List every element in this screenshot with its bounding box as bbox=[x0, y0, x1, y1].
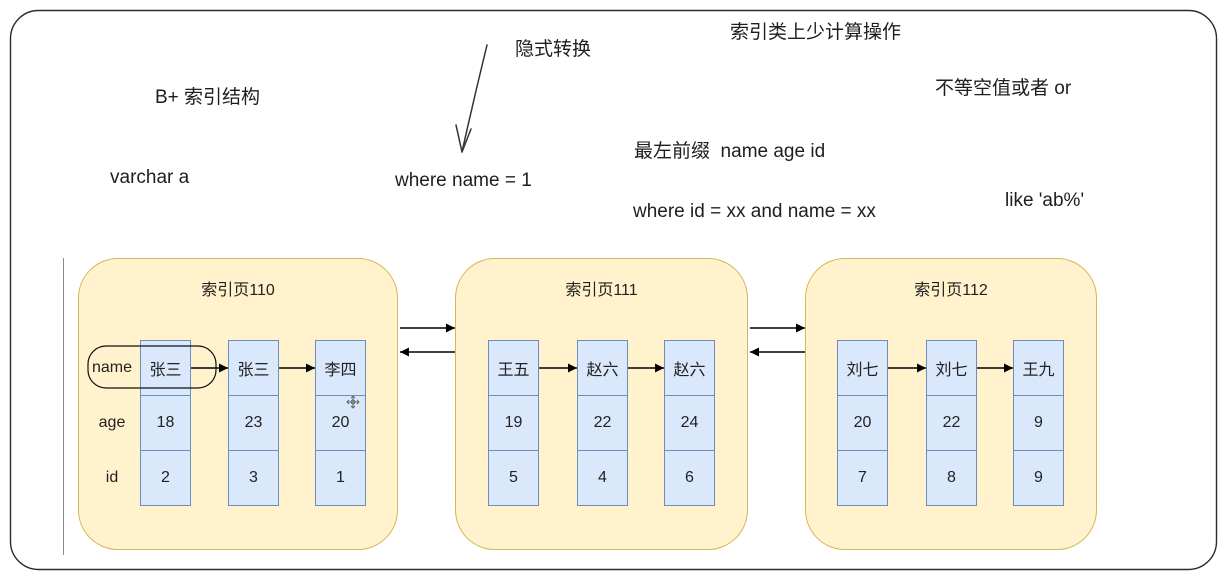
cell-id: 5 bbox=[488, 450, 539, 506]
record-column: 刘七 22 8 bbox=[926, 340, 977, 506]
page-title: 索引页110 bbox=[201, 282, 275, 299]
record-column: 张三 18 2 bbox=[140, 340, 191, 506]
record-column: 王九 9 9 bbox=[1013, 340, 1064, 506]
cell-age: 20 bbox=[315, 395, 366, 451]
cell-id: 9 bbox=[1013, 450, 1064, 506]
index-page-111: 索引页111 王五 19 5 赵六 22 4 赵六 24 6 bbox=[455, 258, 748, 550]
cell-name: 刘七 bbox=[837, 340, 888, 396]
record-column: 赵六 24 6 bbox=[664, 340, 715, 506]
cell-id: 7 bbox=[837, 450, 888, 506]
page-title: 索引页111 bbox=[565, 282, 638, 299]
record-column: 刘七 20 7 bbox=[837, 340, 888, 506]
cell-name: 王五 bbox=[488, 340, 539, 396]
cell-name: 赵六 bbox=[664, 340, 715, 396]
note-like-prefix: like 'ab%' bbox=[1005, 190, 1085, 211]
cell-id: 8 bbox=[926, 450, 977, 506]
cell-name: 刘七 bbox=[926, 340, 977, 396]
cell-id: 1 bbox=[315, 450, 366, 506]
cell-age: 24 bbox=[664, 395, 715, 451]
row-label-id: id bbox=[105, 469, 119, 486]
hand-drawn-arrow-icon bbox=[455, 44, 488, 153]
note-varchar-a: varchar a bbox=[110, 167, 190, 188]
cell-age: 20 bbox=[837, 395, 888, 451]
cell-age: 18 bbox=[140, 395, 191, 451]
cell-age: 22 bbox=[577, 395, 628, 451]
record-column: 赵六 22 4 bbox=[577, 340, 628, 506]
cell-name: 王九 bbox=[1013, 340, 1064, 396]
note-implicit-conversion: 隐式转换 bbox=[515, 39, 592, 60]
note-where-id-and-name: where id = xx and name = xx bbox=[633, 201, 876, 222]
note-avoid-calculation: 索引类上少计算操作 bbox=[730, 22, 902, 43]
note-not-equal-null-or: 不等空值或者 or bbox=[935, 78, 1072, 99]
cell-age: 19 bbox=[488, 395, 539, 451]
index-page-110: 索引页110 name age id 张三 18 2 张三 23 3 李四 20… bbox=[78, 258, 398, 550]
cell-id: 6 bbox=[664, 450, 715, 506]
note-b-plus-index-structure: B+ 索引结构 bbox=[155, 87, 261, 108]
page-title: 索引页112 bbox=[914, 282, 988, 299]
index-page-112: 索引页112 刘七 20 7 刘七 22 8 王九 9 9 bbox=[805, 258, 1097, 550]
cell-name: 李四 bbox=[315, 340, 366, 396]
cell-age: 23 bbox=[228, 395, 279, 451]
record-column: 李四 20 1 bbox=[315, 340, 366, 506]
cell-id: 4 bbox=[577, 450, 628, 506]
row-label-name: name bbox=[91, 359, 133, 376]
cell-id: 2 bbox=[140, 450, 191, 506]
cell-age: 9 bbox=[1013, 395, 1064, 451]
cell-name: 张三 bbox=[228, 340, 279, 396]
cell-id: 3 bbox=[228, 450, 279, 506]
note-leftmost-prefix: 最左前缀 name age id bbox=[634, 141, 826, 162]
note-where-name-eq-1: where name = 1 bbox=[395, 170, 532, 191]
cell-age: 22 bbox=[926, 395, 977, 451]
cell-name: 张三 bbox=[140, 340, 191, 396]
row-label-age: age bbox=[98, 414, 126, 431]
cell-name: 赵六 bbox=[577, 340, 628, 396]
record-column: 王五 19 5 bbox=[488, 340, 539, 506]
record-column: 张三 23 3 bbox=[228, 340, 279, 506]
